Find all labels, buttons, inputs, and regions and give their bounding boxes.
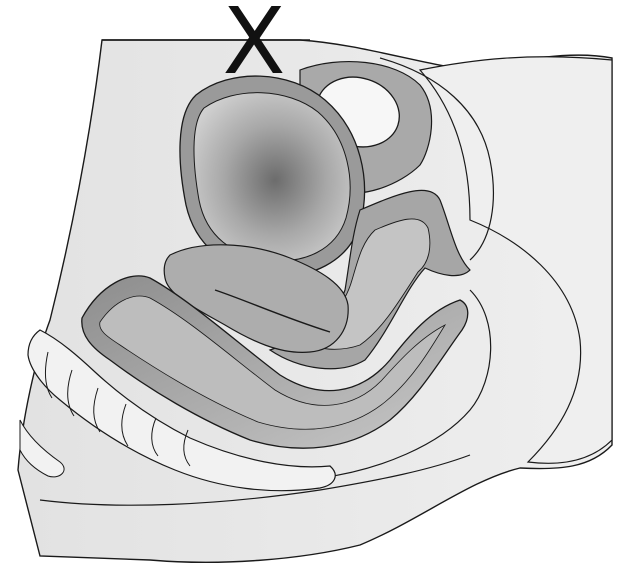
x-mark-icon: X — [212, 0, 296, 84]
